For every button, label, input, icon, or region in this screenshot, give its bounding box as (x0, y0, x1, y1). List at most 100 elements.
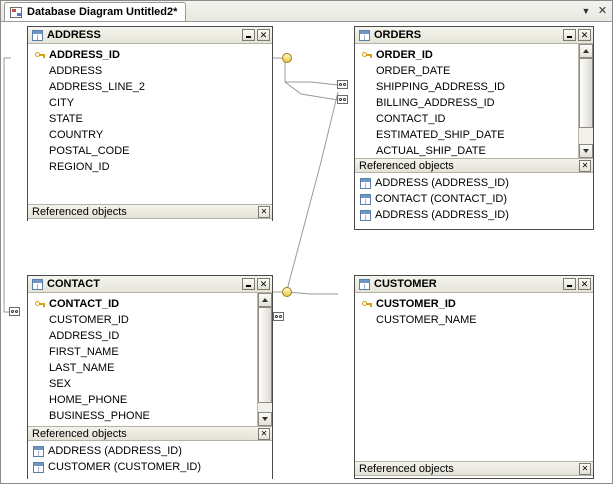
close-icon[interactable]: ✕ (579, 463, 591, 475)
column-row[interactable]: ADDRESS (28, 63, 272, 79)
column-row[interactable]: CUSTOMER_ID (28, 312, 256, 328)
close-icon[interactable]: ✕ (258, 206, 270, 218)
column-row[interactable]: COUNTRY (28, 127, 272, 143)
column-name: REGION_ID (49, 161, 110, 173)
scroll-up-arrow-icon[interactable] (258, 293, 272, 307)
column-row[interactable]: ESTIMATED_SHIP_DATE (355, 127, 577, 143)
column-row[interactable]: CONTACT_ID (28, 296, 256, 312)
column-row[interactable]: ORDER_DATE (355, 63, 577, 79)
scroll-up-arrow-icon[interactable] (579, 44, 593, 58)
close-icon[interactable]: ✕ (258, 428, 270, 440)
table-icon (359, 278, 370, 290)
vertical-scrollbar-contact[interactable] (257, 293, 272, 426)
column-name: ADDRESS_ID (49, 49, 120, 61)
vertical-scrollbar-orders[interactable] (578, 44, 593, 158)
table-window-orders[interactable]: ORDERS ✕ ORDER_ID ORDER_DATE SHIPPING_AD… (354, 26, 594, 230)
table-name: ORDERS (374, 29, 422, 41)
scroll-down-arrow-icon[interactable] (579, 144, 593, 158)
chevron-down-icon[interactable]: ▼ (581, 6, 591, 16)
column-name: STATE (49, 113, 83, 125)
referenced-objects-list-orders: ADDRESS (ADDRESS_ID) CONTACT (CONTACT_ID… (355, 173, 593, 229)
tab-database-diagram-untitled2[interactable]: Database Diagram Untitled2* (4, 2, 187, 21)
column-row[interactable]: HOME_PHONE (28, 392, 256, 408)
list-item[interactable]: ADDRESS (ADDRESS_ID) (355, 207, 593, 223)
close-icon[interactable]: ✕ (579, 160, 591, 172)
column-name: CUSTOMER_ID (376, 298, 456, 310)
scrollbar-thumb[interactable] (258, 307, 272, 403)
diagram-canvas[interactable]: ADDRESS ✕ ADDRESS_ID ADDRESS ADDRESS_LIN… (1, 22, 612, 483)
column-row[interactable]: CITY (28, 95, 272, 111)
column-row[interactable]: STATE (28, 111, 272, 127)
column-row[interactable]: CUSTOMER_NAME (355, 312, 593, 328)
column-list: CUSTOMER_ID CUSTOMER_NAME (355, 293, 593, 328)
column-name: HOME_PHONE (49, 394, 128, 406)
list-item[interactable]: CUSTOMER (CUSTOMER_ID) (28, 459, 272, 475)
referenced-objects-label: Referenced objects (359, 462, 454, 475)
close-button[interactable]: ✕ (257, 29, 270, 41)
column-row[interactable]: ADDRESS_ID (28, 47, 272, 63)
column-name: BILLING_ADDRESS_ID (376, 97, 495, 109)
relationship-endpoint-orders-1 (337, 80, 348, 89)
tab-label: Database Diagram Untitled2* (27, 6, 178, 18)
list-item[interactable]: ADDRESS (ADDRESS_ID) (355, 175, 593, 191)
column-row[interactable]: POSTAL_CODE (28, 143, 272, 159)
column-name: POSTAL_CODE (49, 145, 130, 157)
column-name: CONTACT_ID (376, 113, 446, 125)
close-icon[interactable]: ✕ (597, 5, 608, 17)
referenced-objects-label: Referenced objects (32, 205, 127, 218)
column-row[interactable]: ORDER_ID (355, 47, 577, 63)
list-item[interactable]: CONTACT (CONTACT_ID) (355, 191, 593, 207)
table-icon (360, 209, 371, 221)
column-row[interactable]: CONTACT_ID (355, 111, 577, 127)
table-window-address[interactable]: ADDRESS ✕ ADDRESS_ID ADDRESS ADDRESS_LIN… (27, 26, 273, 221)
column-row[interactable]: BUSINESS_PHONE (28, 408, 256, 424)
close-button[interactable]: ✕ (578, 278, 591, 290)
column-list: ADDRESS_ID ADDRESS ADDRESS_LINE_2 CITY S… (28, 44, 272, 175)
relationship-node-address-orders[interactable] (282, 53, 292, 63)
column-row[interactable]: ACTUAL_SHIP_DATE (355, 143, 577, 158)
column-row[interactable]: REGION_ID (28, 159, 272, 175)
column-row[interactable]: SEX (28, 376, 256, 392)
table-icon (359, 29, 370, 41)
column-row[interactable]: SHIPPING_ADDRESS_ID (355, 79, 577, 95)
referenced-object-label: ADDRESS (ADDRESS_ID) (375, 209, 509, 221)
relationship-endpoint-orders-2 (337, 95, 348, 104)
referenced-objects-label: Referenced objects (32, 427, 127, 440)
table-titlebar-orders[interactable]: ORDERS ✕ (355, 27, 593, 44)
minimize-button[interactable] (563, 29, 576, 41)
table-window-contact[interactable]: CONTACT ✕ CONTACT_ID CUSTOMER_ID ADDRESS… (27, 275, 273, 479)
table-window-customer[interactable]: CUSTOMER ✕ CUSTOMER_ID CUSTOMER_NAME Ref… (354, 275, 594, 479)
referenced-objects-header-address: Referenced objects ✕ (28, 204, 272, 219)
column-name: ORDER_ID (376, 49, 433, 61)
table-titlebar-contact[interactable]: CONTACT ✕ (28, 276, 272, 293)
minimize-button[interactable] (242, 278, 255, 290)
column-row[interactable]: ADDRESS_LINE_2 (28, 79, 272, 95)
table-titlebar-address[interactable]: ADDRESS ✕ (28, 27, 272, 44)
column-name: COUNTRY (49, 129, 104, 141)
column-name: SEX (49, 378, 72, 390)
column-row[interactable]: LAST_NAME (28, 360, 256, 376)
relationship-endpoint-address-left (9, 307, 20, 316)
column-name: BUSINESS_PHONE (49, 410, 150, 422)
referenced-objects-list-contact: ADDRESS (ADDRESS_ID) CUSTOMER (CUSTOMER_… (28, 441, 272, 479)
table-titlebar-customer[interactable]: CUSTOMER ✕ (355, 276, 593, 293)
close-button[interactable]: ✕ (257, 278, 270, 290)
table-columns-address: ADDRESS_ID ADDRESS ADDRESS_LINE_2 CITY S… (28, 44, 272, 204)
close-button[interactable]: ✕ (578, 29, 591, 41)
relationship-node-contact-customer[interactable] (282, 287, 292, 297)
minimize-button[interactable] (563, 278, 576, 290)
column-row[interactable]: FIRST_NAME (28, 344, 256, 360)
scroll-down-arrow-icon[interactable] (258, 412, 272, 426)
referenced-objects-header-contact: Referenced objects ✕ (28, 426, 272, 441)
column-row[interactable]: BILLING_ADDRESS_ID (355, 95, 577, 111)
column-name: CONTACT_ID (49, 298, 120, 310)
column-row[interactable]: CUSTOMER_ID (355, 296, 593, 312)
column-row[interactable]: ADDRESS_ID (28, 328, 256, 344)
column-name: CUSTOMER_ID (49, 314, 129, 326)
scrollbar-thumb[interactable] (579, 58, 593, 128)
column-name: ACTUAL_SHIP_DATE (376, 145, 486, 157)
list-item[interactable]: ADDRESS (ADDRESS_ID) (28, 443, 272, 459)
minimize-button[interactable] (242, 29, 255, 41)
table-icon (360, 177, 371, 189)
